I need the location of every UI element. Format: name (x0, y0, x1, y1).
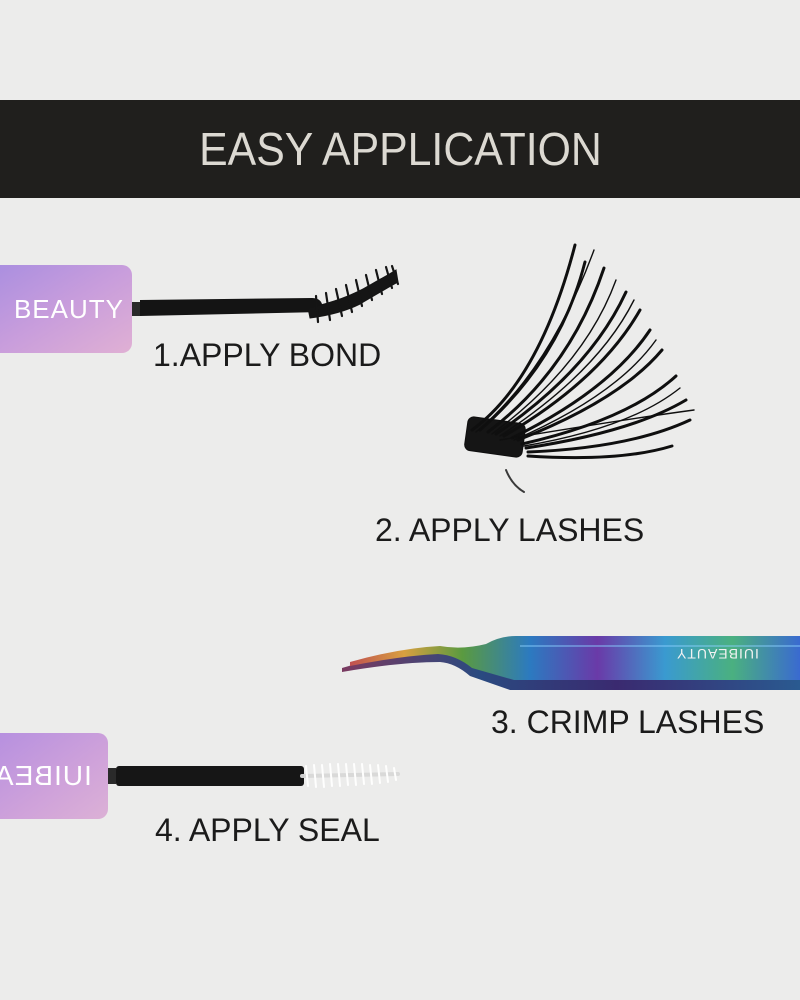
bond-tube-brand: BEAUTY (13, 294, 124, 324)
step-3-label: 3. CRIMP LASHES (491, 704, 765, 740)
lash-cluster (464, 243, 695, 493)
step-1-label: 1.APPLY BOND (153, 337, 382, 373)
tweezers (342, 636, 800, 690)
tweezer-brand: IUIBEAUTY (676, 646, 759, 662)
seal-tube-brand: IUIBEA (0, 760, 92, 791)
header-banner: EASY APPLICATION (0, 100, 800, 198)
step-2-label: 2. APPLY LASHES (375, 512, 645, 548)
step-4-label: 4. APPLY SEAL (155, 812, 380, 848)
page-title: EASY APPLICATION (198, 123, 602, 175)
